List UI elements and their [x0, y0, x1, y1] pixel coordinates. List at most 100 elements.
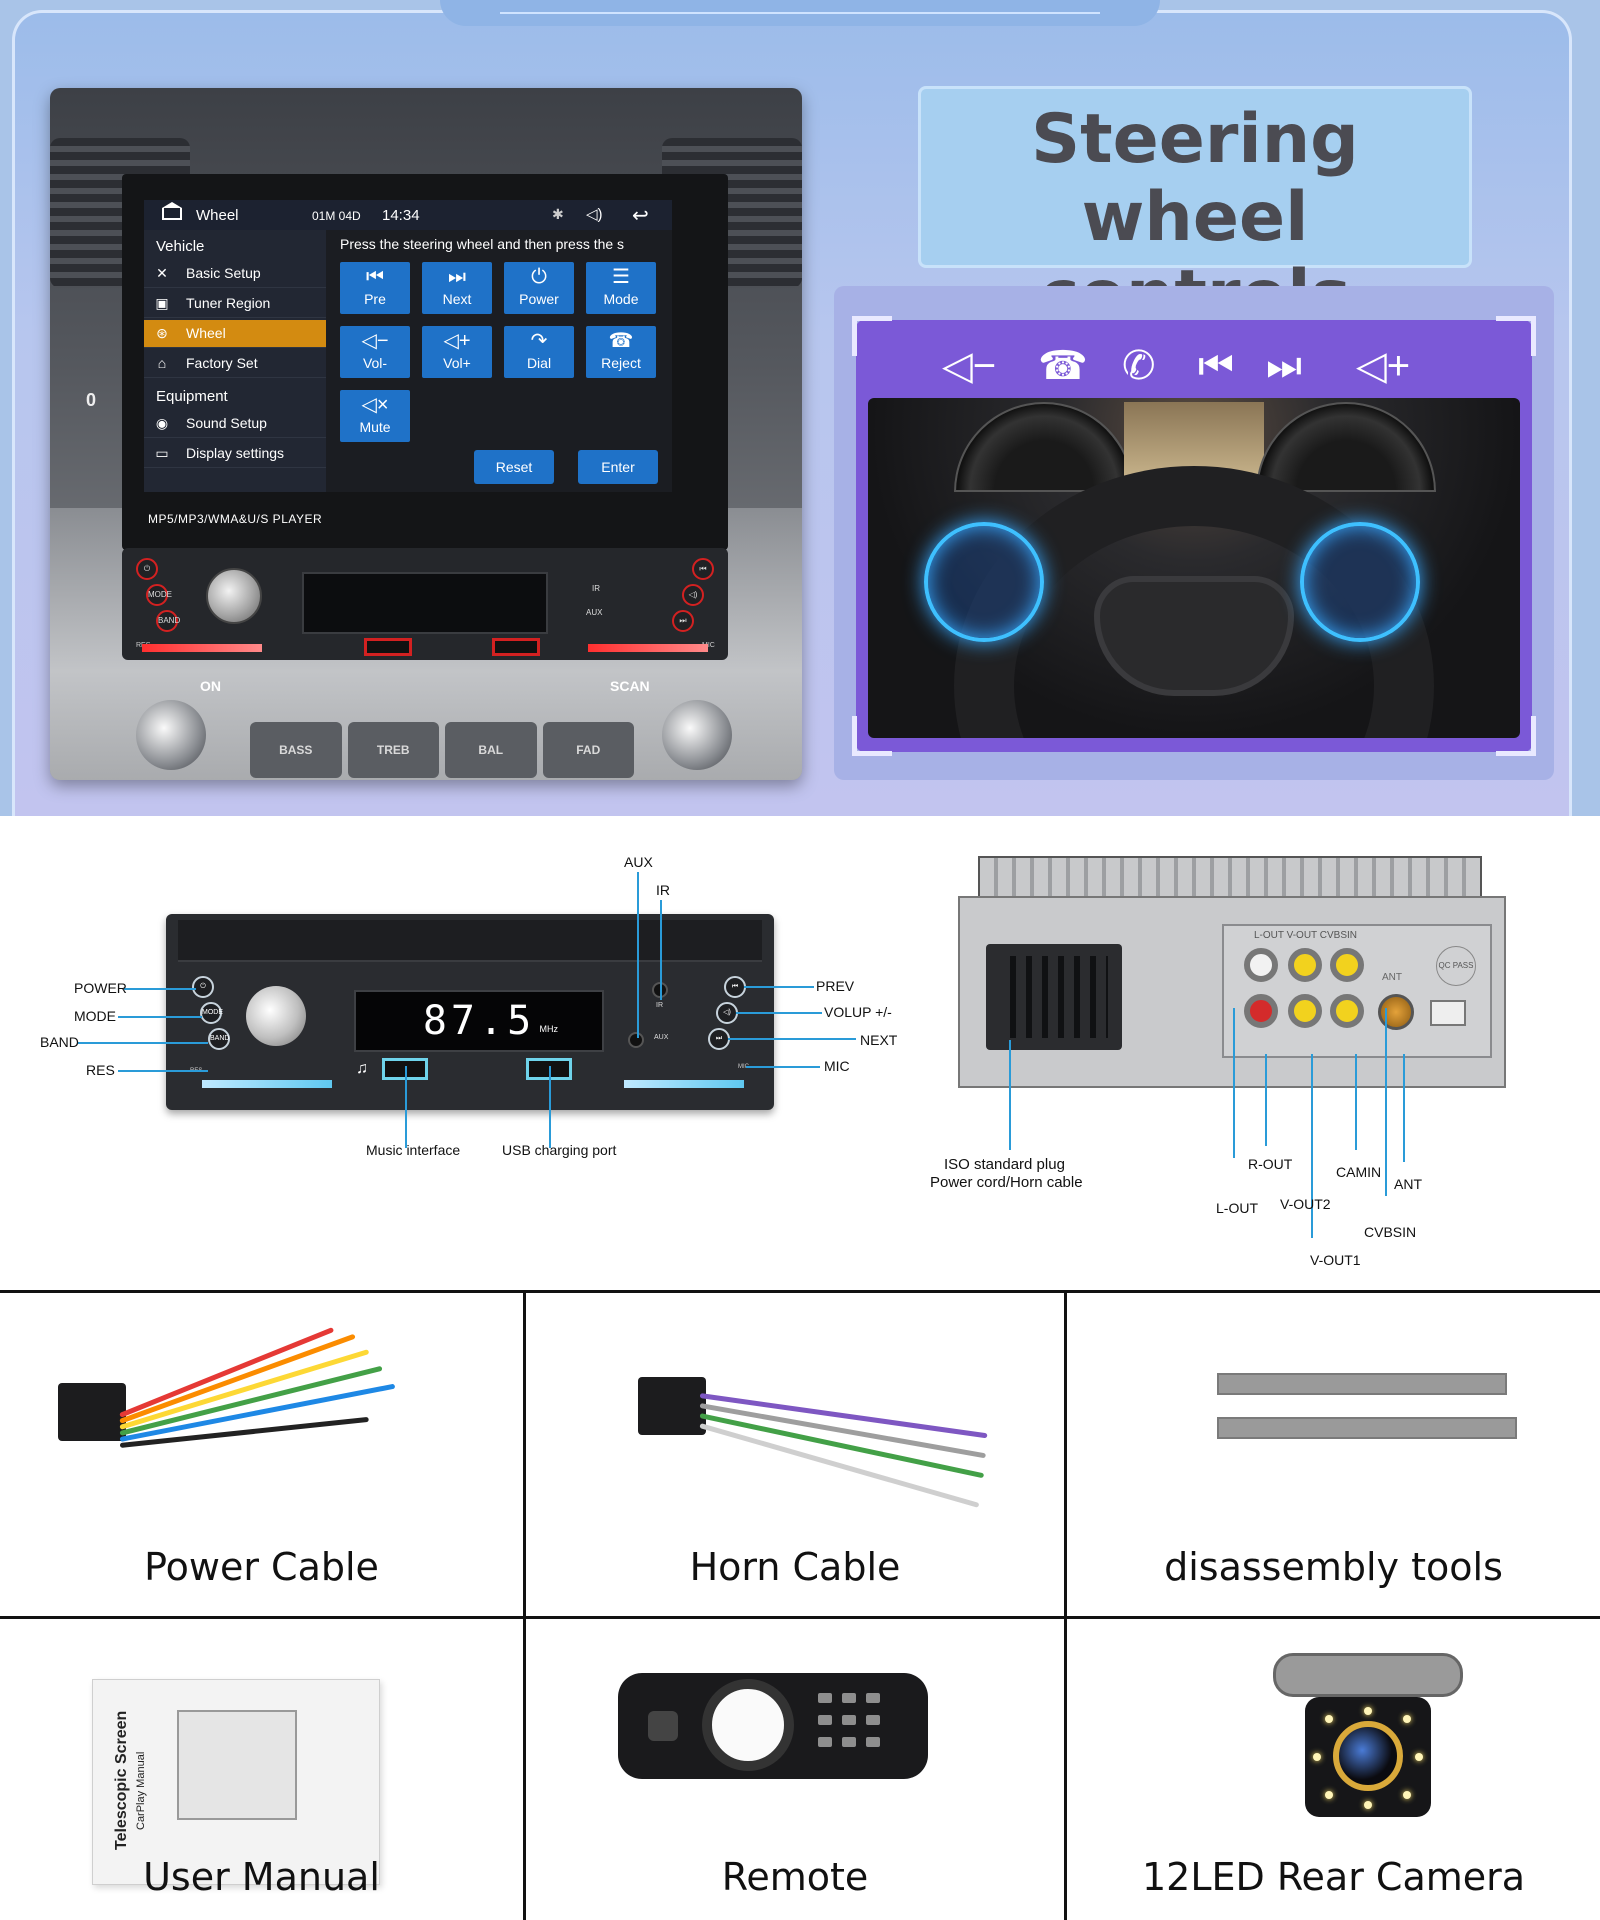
volume-icon[interactable]: ◁)	[586, 206, 603, 223]
instruction-text: Press the steering wheel and then press …	[340, 236, 625, 252]
time-readout: 14:34	[382, 207, 420, 224]
dial-icon: ↷	[530, 330, 548, 352]
label-camin: CAMIN	[1336, 1164, 1382, 1180]
music-note-icon: ♫	[356, 1060, 368, 1077]
volume-button[interactable]: ◁)	[682, 584, 704, 606]
volume-up-icon: ◁+	[1356, 344, 1411, 388]
leader-line	[118, 1016, 202, 1018]
menu-item-label: Tuner Region	[186, 295, 271, 311]
dash-tone-buttons: BASS TREB BAL FAD	[250, 722, 634, 778]
reset-button[interactable]: Reset	[474, 450, 554, 484]
volume-knob[interactable]	[206, 568, 262, 624]
power-icon: ⏻	[531, 266, 547, 288]
enter-button[interactable]: Enter	[578, 450, 658, 484]
menu-item-basic-setup[interactable]: ✕ Basic Setup	[144, 260, 326, 288]
key-vol-down[interactable]: ◁−Vol-	[340, 326, 410, 378]
rca-l-out	[1244, 948, 1278, 982]
usb-port-music	[364, 638, 412, 656]
volume-button: ◁)	[716, 1002, 738, 1024]
sound-icon: ◉	[155, 415, 169, 431]
power-button: ⏻	[192, 976, 214, 998]
grid-divider	[523, 1290, 526, 1920]
key-vol-up[interactable]: ◁+Vol+	[422, 326, 492, 378]
phone-icon: ✆	[1122, 344, 1156, 388]
speedometer-gauge	[954, 402, 1134, 492]
faceplate-display	[302, 572, 548, 634]
volume-down-icon: ◁−	[942, 344, 997, 388]
antenna-jack	[1378, 994, 1414, 1030]
menu-item-sound-setup[interactable]: ◉ Sound Setup	[144, 410, 326, 438]
key-dial[interactable]: ↷Dial	[504, 326, 574, 378]
label-next: NEXT	[860, 1032, 898, 1048]
steering-icon-row: ◁− ☎ ✆ ⏮ ⏭ ◁+	[926, 336, 1466, 396]
label-music-interface: Music interface	[366, 1142, 461, 1158]
feature-title-card: Steering wheel controls	[918, 86, 1472, 335]
removal-key-tool	[1217, 1417, 1517, 1439]
band-button[interactable]: BAND	[156, 610, 180, 632]
accessory-rear-camera: 12LED Rear Camera	[1067, 1619, 1600, 1920]
player-label: MP5/MP3/WMA&U/S PLAYER	[148, 512, 323, 526]
leader-line	[1009, 1040, 1011, 1150]
menu-item-wheel[interactable]: ⊛ Wheel	[144, 320, 326, 348]
remote-key	[842, 1693, 856, 1703]
key-reject[interactable]: ☎Reject	[586, 326, 656, 378]
remote-control	[618, 1673, 928, 1779]
aux-label: AUX	[586, 608, 603, 617]
chassis-top	[978, 856, 1482, 900]
home-icon[interactable]	[162, 202, 182, 220]
accessory-label: Horn Cable	[689, 1545, 901, 1589]
menu-item-label: Basic Setup	[186, 265, 261, 281]
accessory-horn-cable: Horn Cable	[526, 1293, 1064, 1616]
key-next[interactable]: ⏭Next	[422, 262, 492, 314]
menu-item-factory-set[interactable]: ⌂ Factory Set	[144, 350, 326, 378]
leader-line	[405, 1066, 407, 1148]
label-r-out: R-OUT	[1248, 1156, 1293, 1172]
key-pre[interactable]: ⏮Pre	[340, 262, 410, 314]
remote-key	[866, 1693, 880, 1703]
label-ant: ANT	[1394, 1176, 1422, 1192]
accessory-label: 12LED Rear Camera	[1141, 1855, 1526, 1899]
key-label: Vol+	[443, 355, 471, 371]
menu-item-label: Display settings	[186, 445, 285, 461]
leader-line	[637, 872, 639, 1038]
label-mode: MODE	[74, 1008, 116, 1024]
led	[1403, 1715, 1411, 1723]
label-prev: PREV	[816, 978, 855, 994]
qc-pass-sticker: QC PASS	[1436, 946, 1476, 986]
mode-button[interactable]: MODE	[146, 584, 172, 606]
rear-panel-diagram: L-OUT V-OUT CVBSIN ANT QC PASS	[958, 856, 1506, 1088]
frequency-display: 87.5 MHz	[354, 990, 604, 1052]
menu-section-equipment: Equipment	[156, 388, 228, 405]
treble-button: TREB	[347, 722, 439, 778]
label-iso-line1: ISO standard plug	[944, 1156, 1065, 1173]
hang-up-icon: ☎	[1038, 344, 1088, 388]
label-band: BAND	[40, 1034, 79, 1050]
menu-item-display-settings[interactable]: ▭ Display settings	[144, 440, 326, 468]
key-mode[interactable]: ☰Mode	[586, 262, 656, 314]
dash-on-label: ON	[200, 678, 221, 694]
remote-key	[866, 1737, 880, 1747]
key-power[interactable]: ⏻Power	[504, 262, 574, 314]
led	[1364, 1707, 1372, 1715]
power-button[interactable]: ⏻	[136, 558, 158, 580]
accessory-remote: Remote	[526, 1619, 1064, 1920]
leader-line	[744, 986, 814, 988]
label-power: POWER	[74, 980, 127, 996]
prev-button[interactable]: ⏮	[692, 558, 714, 580]
grid-divider	[0, 1290, 1600, 1293]
menu-item-label: Factory Set	[186, 355, 258, 371]
rca-panel: L-OUT V-OUT CVBSIN ANT QC PASS	[1222, 924, 1492, 1058]
menu-item-tuner-region[interactable]: ▣ Tuner Region	[144, 290, 326, 318]
power-cable-connector	[58, 1383, 126, 1441]
led	[1364, 1801, 1372, 1809]
next-button[interactable]: ⏭	[672, 610, 694, 632]
right-control-highlight	[1300, 522, 1420, 642]
rca-cvbsin	[1330, 948, 1364, 982]
accessory-disassembly-tools: disassembly tools	[1067, 1293, 1600, 1616]
camera-mount-bracket	[1273, 1653, 1463, 1697]
iso-connector	[986, 944, 1122, 1050]
key-mute[interactable]: ◁×Mute	[340, 390, 410, 442]
back-icon[interactable]: ↩	[632, 205, 649, 227]
leader-line	[1233, 1008, 1235, 1158]
grid-divider	[1064, 1290, 1067, 1920]
